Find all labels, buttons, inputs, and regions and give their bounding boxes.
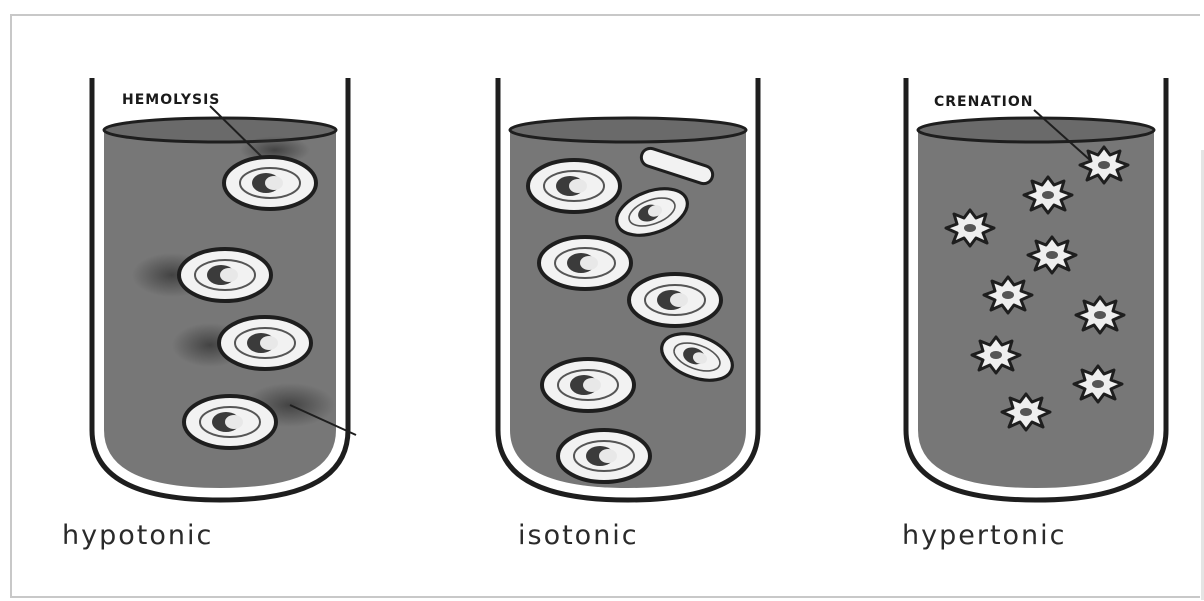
red-blood-cell [539,237,631,289]
crenated-cell [1074,366,1122,402]
crenated-cell [984,277,1032,313]
crenated-cell [972,337,1020,373]
red-blood-cell [184,396,276,448]
tube-isotonic [498,78,758,500]
red-blood-cell [528,160,620,212]
red-blood-cell [179,249,271,301]
crenation-label: CRENATION [934,94,1033,110]
crenated-cell [1080,147,1128,183]
crenated-cell [1024,177,1072,213]
crenated-cell [1076,297,1124,333]
red-blood-cell [542,359,634,411]
crenated-cell [1002,394,1050,430]
tube-hypotonic [92,78,356,500]
red-blood-cell [224,157,316,209]
red-blood-cell [629,274,721,326]
hypertonic-label: hypertonic [902,520,1067,551]
red-blood-cell [558,430,650,482]
tube-hypertonic [906,78,1166,500]
crenated-cell [946,210,994,246]
red-blood-cell [219,317,311,369]
hypotonic-label: hypotonic [62,520,213,551]
isotonic-label: isotonic [518,520,639,551]
hemolysis-label: HEMOLYSIS [122,92,220,108]
crenated-cell [1028,237,1076,273]
